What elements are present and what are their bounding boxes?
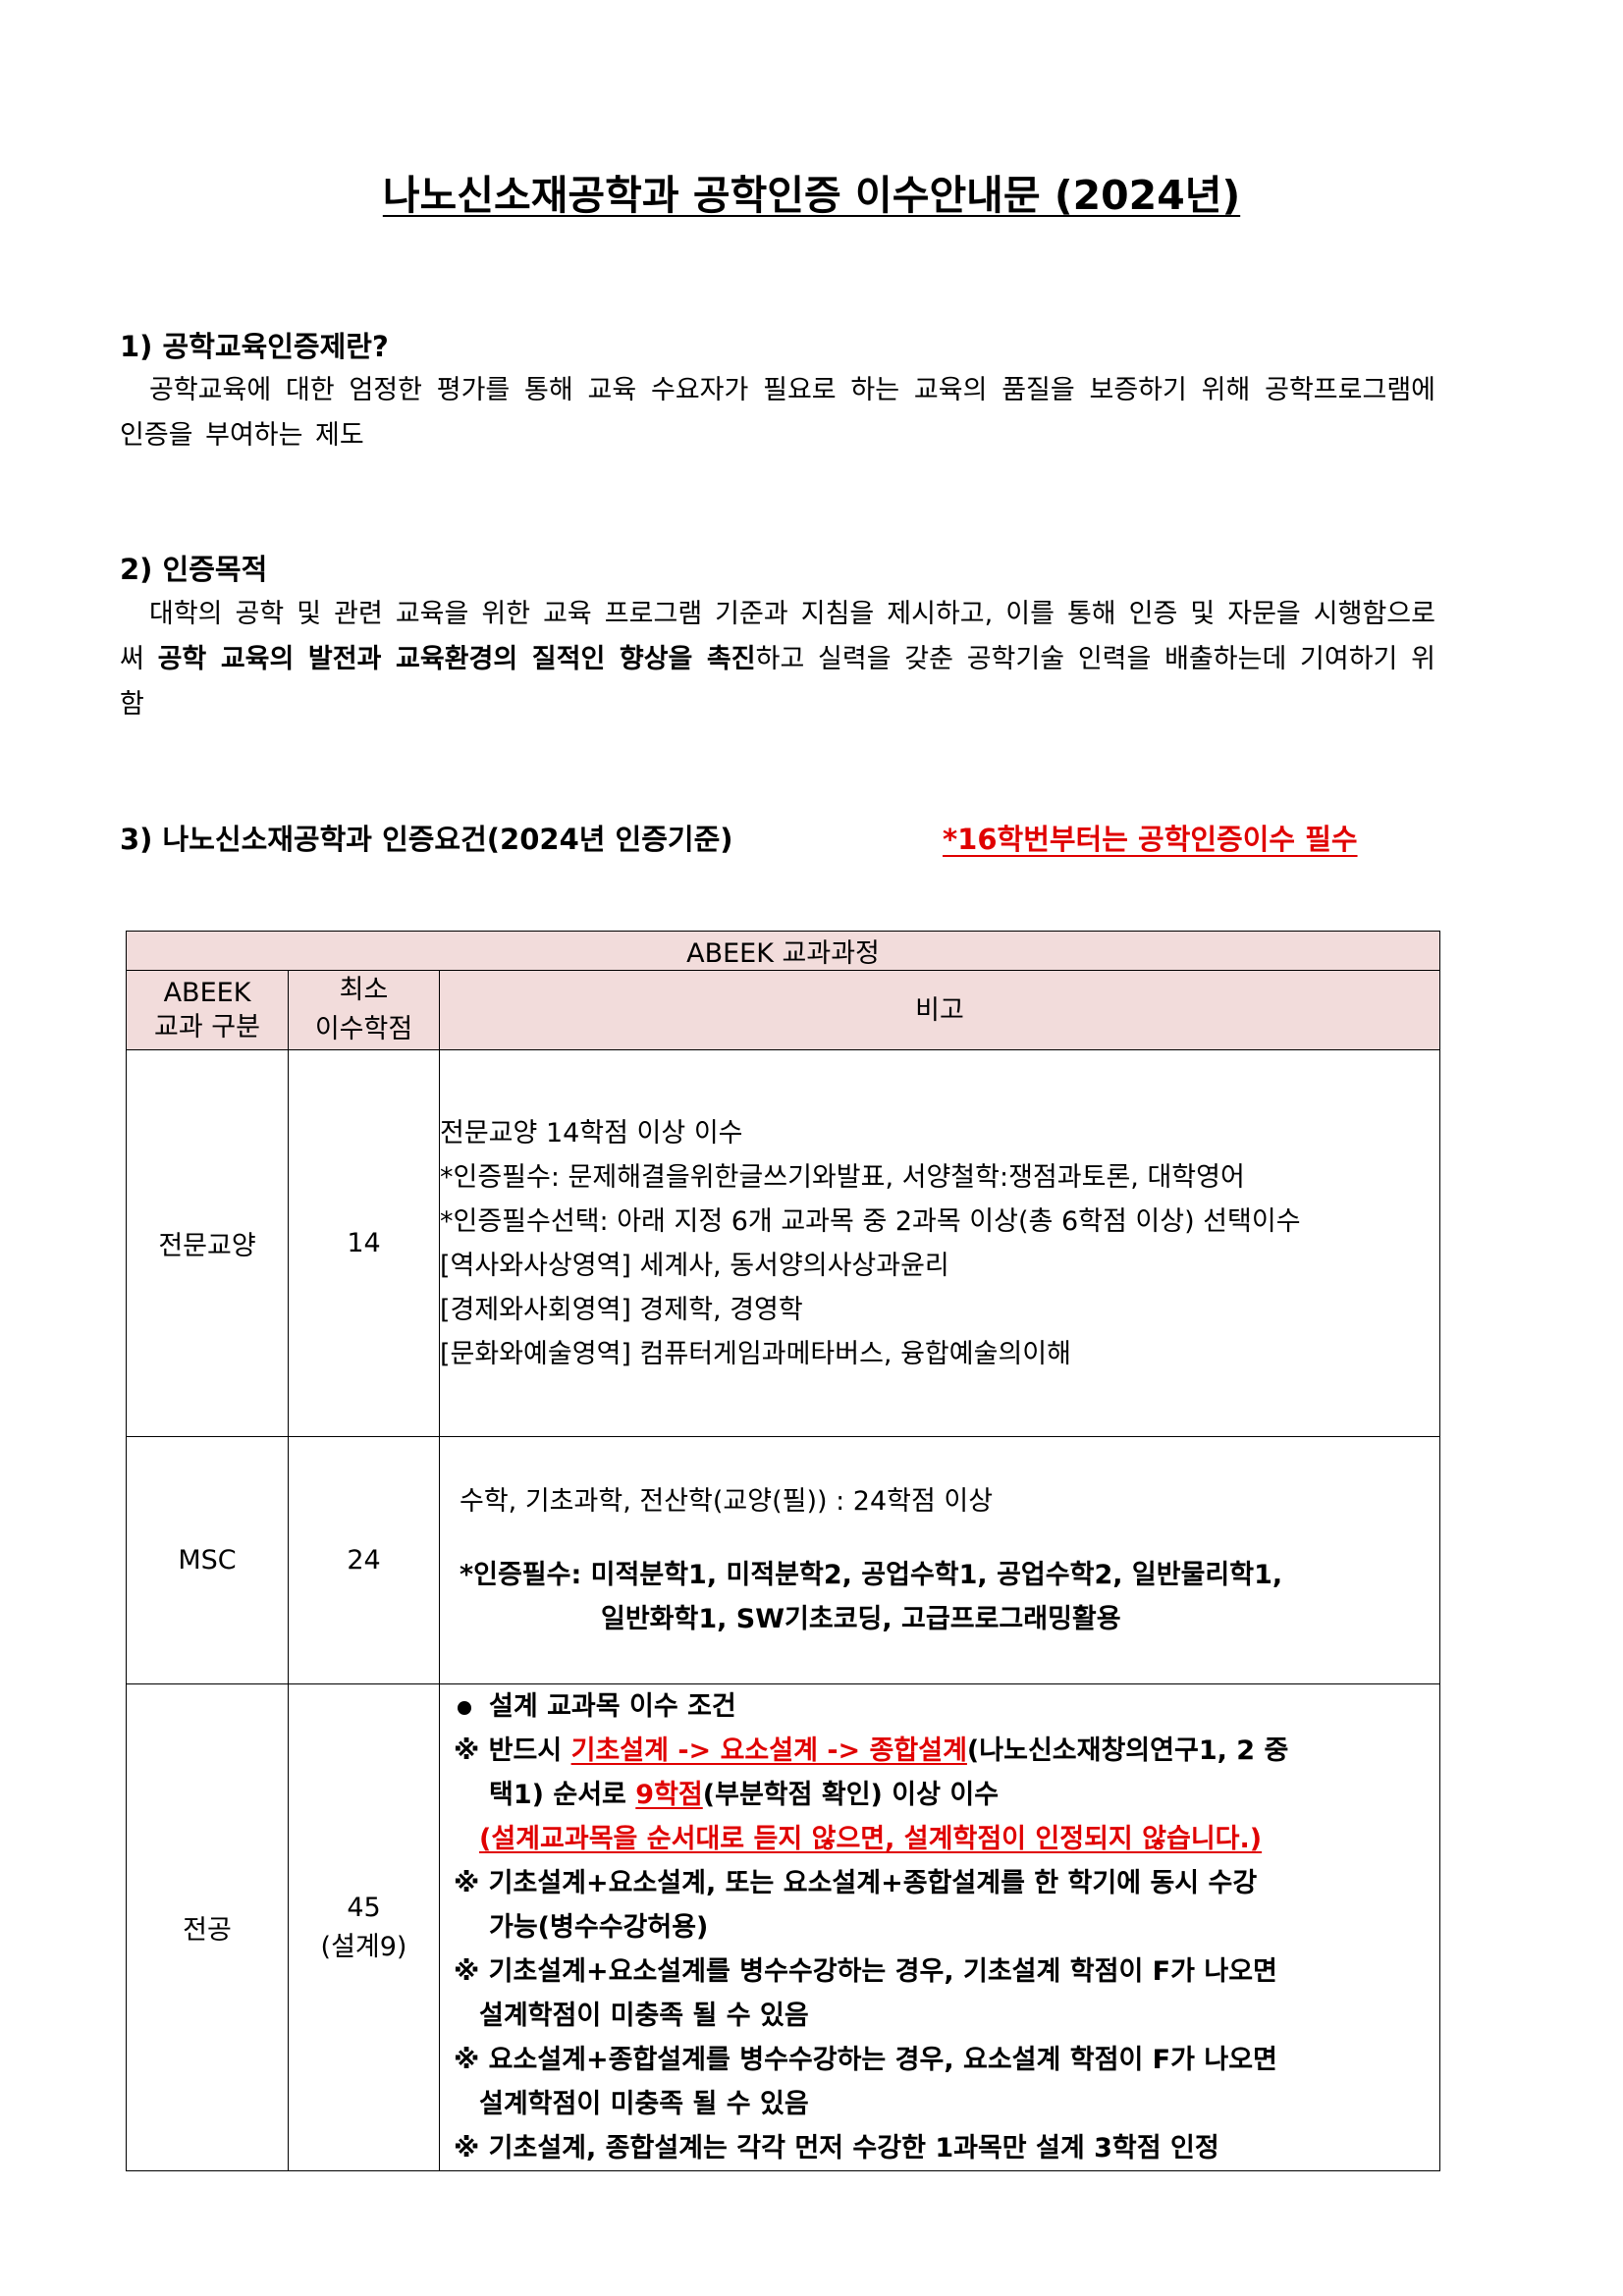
category-cell: MSC — [126, 1436, 289, 1684]
table-caption: ABEEK 교과과정 — [126, 931, 1440, 971]
remarks-cell: 설계 교과목 이수 조건 ※ 반드시 기초설계 -> 요소설계 -> 종합설계(… — [439, 1683, 1440, 2171]
design-sequence: 기초설계 -> 요소설계 -> 종합설계 — [570, 1735, 967, 1766]
mandatory-notice: *16학번부터는 공학인증이수 필수 — [943, 823, 1358, 856]
remarks-cell: 수학, 기초과학, 전산학(교양(필)) : 24학점 이상 *인증필수: 미적… — [439, 1436, 1440, 1684]
remark-line: 설계학점이 미충족 될 수 있음 — [479, 2001, 809, 2031]
design-condition-heading: 설계 교과목 이수 조건 — [454, 1684, 1439, 1729]
remarks-cell: 전문교양 14학점 이상 이수 *인증필수: 문제해결을위한글쓰기와발표, 서양… — [439, 1049, 1440, 1437]
bullet-icon — [458, 1700, 471, 1715]
remark-line: ※ 기초설계+요소설계를 병수수강하는 경우, 기초설계 학점이 F가 나오면 — [454, 1956, 1277, 1987]
remark-line: 전문교양 14학점 이상 이수 — [440, 1117, 743, 1148]
section3-heading: 3) 나노신소재공학과 인증요건(2024년 인증기준) — [120, 823, 733, 856]
table-row-major: 전공 45 (설계9) 설계 교과목 이수 조건 ※ 반드시 기초설계 -> 요… — [126, 1683, 1440, 2171]
remark-line: ※ 기초설계+요소설계, 또는 요소설계+종합설계를 한 학기에 동시 수강 — [454, 1868, 1258, 1898]
section2-heading: 2) 인증목적 — [120, 553, 268, 586]
remark-line: *인증필수: 미적분학1, 미적분학2, 공업수학1, 공업수학2, 일반물리학… — [460, 1560, 1283, 1590]
remark-line: ※ 요소설계+종합설계를 병수수강하는 경우, 요소설계 학점이 F가 나오면 — [454, 2045, 1277, 2075]
design-warning: (설계교과목을 순서대로 듣지 않으면, 설계학점이 인정되지 않습니다.) — [479, 1824, 1263, 1854]
credits-cell: 24 — [288, 1436, 440, 1684]
section1-body: 공학교육에 대한 엄정한 평가를 통해 교육 수요자가 필요로 하는 교육의 품… — [120, 375, 1435, 451]
section2-body: 대학의 공학 및 관련 교육을 위한 교육 프로그램 기준과 지침을 제시하고,… — [120, 599, 1435, 720]
credits-cell: 45 (설계9) — [288, 1683, 440, 2171]
design-credits: 9학점 — [635, 1780, 703, 1810]
remark-line: [역사와사상영역] 세계사, 동서양의사상과윤리 — [440, 1250, 949, 1281]
table-row-liberal: 전문교양 14 전문교양 14학점 이상 이수 *인증필수: 문제해결을위한글쓰… — [126, 1049, 1440, 1437]
remark-line: 일반화학1, SW기초코딩, 고급프로그래밍활용 — [601, 1604, 1121, 1634]
category-cell: 전공 — [126, 1683, 289, 2171]
remark-line: 택1) 순서로 9학점(부분학점 확인) 이상 이수 — [489, 1780, 1000, 1810]
remark-line: *인증필수: 문제해결을위한글쓰기와발표, 서양철학:쟁점과토론, 대학영어 — [440, 1161, 1245, 1193]
remark-line: 가능(병수수강허용) — [489, 1912, 709, 1943]
abeek-table: ABEEK 교과과정 ABEEK 교과 구분 최소 이수학점 비고 전문교양 1… — [126, 931, 1440, 2171]
document-title: 나노신소재공학과 공학인증 이수안내문 (2024년) — [382, 172, 1241, 219]
remark-line: *인증필수선택: 아래 지정 6개 교과목 중 2과목 이상(총 6학점 이상)… — [440, 1205, 1301, 1237]
credits-cell: 14 — [288, 1049, 440, 1437]
remark-line: [문화와예술영역] 컴퓨터게임과메타버스, 융합예술의이해 — [440, 1338, 1071, 1369]
section1-heading: 1) 공학교육인증제란? — [120, 330, 389, 363]
remark-line: ※ 반드시 기초설계 -> 요소설계 -> 종합설계(나노신소재창의연구1, 2… — [454, 1735, 1289, 1766]
remark-line: ※ 기초설계, 종합설계는 각각 먼저 수강한 1과목만 설계 3학점 인정 — [454, 2133, 1219, 2163]
header-credits: 최소 이수학점 — [288, 970, 440, 1050]
remark-line: 수학, 기초과학, 전산학(교양(필)) : 24학점 이상 — [460, 1486, 994, 1517]
table-row-msc: MSC 24 수학, 기초과학, 전산학(교양(필)) : 24학점 이상 *인… — [126, 1436, 1440, 1684]
header-remarks: 비고 — [439, 970, 1440, 1050]
section2-emphasis: 공학 교육의 발전과 교육환경의 질적인 향상을 촉진 — [157, 644, 756, 674]
remark-line: [경제와사회영역] 경제학, 경영학 — [440, 1294, 803, 1325]
category-cell: 전문교양 — [126, 1049, 289, 1437]
header-category: ABEEK 교과 구분 — [126, 970, 289, 1050]
remark-line: 설계학점이 미충족 될 수 있음 — [479, 2089, 809, 2119]
